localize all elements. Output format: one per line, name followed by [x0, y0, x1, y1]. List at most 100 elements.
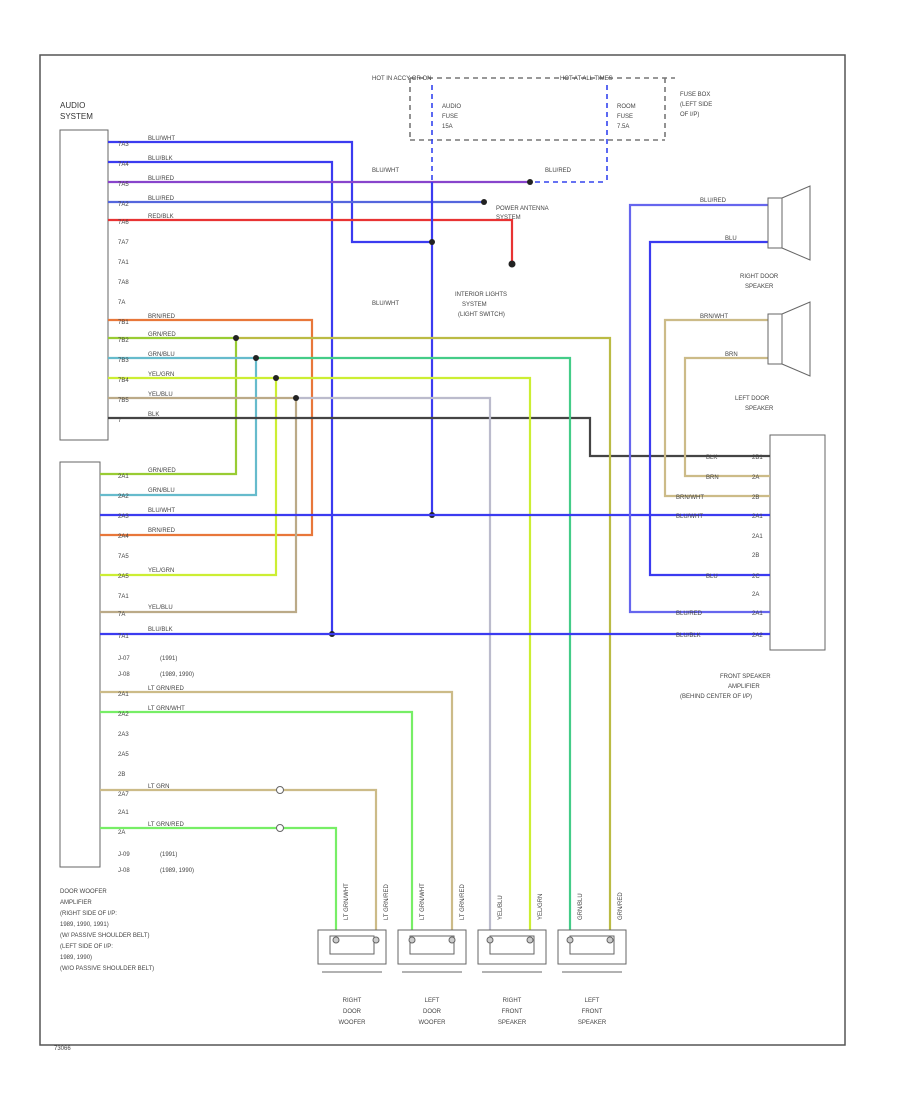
amp-pin: 2B — [118, 772, 125, 778]
front-amp-pin: 2B — [752, 553, 759, 559]
speaker-label: DOOR — [343, 1009, 362, 1015]
amp-wire-labels: GRN/RED GRN/BLU BLU/WHT BRN/RED YEL/GRN … — [148, 468, 185, 828]
audio-fuse-label-3: 15A — [442, 124, 453, 130]
bottom-wire: LT GRN/RED — [384, 884, 390, 920]
left-front-speaker — [557, 929, 627, 973]
audio-wire: BLU/WHT — [148, 136, 175, 142]
left-door-speaker-label-2: SPEAKER — [745, 406, 774, 412]
room-fuse-label-2: FUSE — [617, 114, 633, 120]
audio-upper-wires — [108, 140, 530, 634]
speaker-label: RIGHT — [503, 998, 522, 1004]
audio-pin: 7A2 — [118, 202, 129, 208]
audio-pin: 7A6 — [118, 220, 129, 226]
left-door-speaker — [767, 301, 811, 377]
bottom-wire: YEL/BLU — [498, 895, 504, 920]
audio-pin: 7B5 — [118, 398, 129, 404]
interior-lights-label-3: (LIGHT SWITCH) — [458, 312, 505, 318]
connector-circle — [276, 786, 284, 794]
audio-pin: 7A — [118, 300, 125, 306]
left-door-wire-2: BRN — [725, 352, 738, 358]
bottom-speaker-labels: RIGHT DOOR WOOFER LEFT DOOR WOOFER RIGHT… — [339, 998, 607, 1026]
amp-pin: J-09 — [118, 852, 130, 858]
speaker-label: LEFT — [585, 998, 600, 1004]
audio-fuse-label-1: AUDIO — [442, 104, 461, 110]
front-amp-wire: BLU/WHT — [676, 514, 703, 520]
amp-pin: 7A — [118, 612, 125, 618]
front-amp-label-3: (BEHIND CENTER OF I/P) — [680, 694, 752, 700]
audio-fuse-label-2: FUSE — [442, 114, 458, 120]
front-amp-pin: 2B — [752, 495, 759, 501]
bottom-wire: GRN/BLU — [578, 893, 584, 920]
audio-pin: 7A3 — [118, 142, 129, 148]
woofer-amp-label-line: 1989, 1990) — [60, 955, 92, 961]
left-door-speaker-label-1: LEFT DOOR — [735, 396, 770, 402]
hot-all-label: HOT AT ALL TIMES — [560, 76, 613, 82]
amp-pin-labels: 2A1 2A2 2A3 2A4 7A5 2A5 7A1 7A 7A1 J-07 … — [118, 474, 130, 874]
audio-pin: 7A4 — [118, 162, 129, 168]
audio-wire: BLU/RED — [148, 176, 175, 182]
amp-pin: 2A1 — [118, 692, 129, 698]
amp-wire: LT GRN/WHT — [148, 706, 185, 712]
front-amp-pin: 2A1 — [752, 534, 763, 540]
right-door-speaker — [767, 185, 811, 261]
right-door-wire-2: BLU — [725, 236, 737, 242]
amp-pin: 2A2 — [118, 494, 129, 500]
audio-pin-labels: 7A3 7A4 7A5 7A2 7A6 7A7 7A1 7A8 7A 7B1 7… — [118, 142, 129, 424]
amp-pin: J-08 — [118, 672, 130, 678]
woofer-amp-label-line: (RIGHT SIDE OF I/P: — [60, 911, 117, 917]
woofer-amp-label-line: AMPLIFIER — [60, 900, 92, 906]
front-amp-wire: BRN — [706, 475, 719, 481]
left-door-wire-1: BRN/WHT — [700, 314, 728, 320]
audio-pin: 7B4 — [118, 378, 129, 384]
amp-wire: BLU/BLK — [148, 627, 173, 633]
right-door-speaker-label-1: RIGHT DOOR — [740, 274, 779, 280]
amp-note: (1991) — [160, 852, 177, 858]
front-amp-label-2: AMPLIFIER — [728, 684, 760, 690]
front-amp-pins: 2B1 2A 2B 2A1 2A1 2B 2C 2A 2A1 2A2 — [752, 455, 763, 639]
woofer-amp-label-line: (W/O PASSIVE SHOULDER BELT) — [60, 966, 154, 972]
bottom-wire: GRN/RED — [618, 892, 624, 920]
amp-pin: 2A1 — [118, 810, 129, 816]
speaker-label: SPEAKER — [498, 1020, 527, 1026]
junction-dot — [429, 239, 435, 245]
right-door-woofer — [317, 929, 387, 973]
speaker-label: LEFT — [425, 998, 440, 1004]
right-door-wire-1: BLU/RED — [700, 198, 727, 204]
fuse-box-label-3: OF I/P) — [680, 112, 699, 118]
power-antenna-label-1: POWER ANTENNA — [496, 206, 549, 212]
woofer-amp-label-line: 1989, 1990, 1991) — [60, 922, 109, 928]
junction-dot — [508, 260, 516, 268]
bottom-wire: LT GRN/RED — [460, 884, 466, 920]
connector-circle — [276, 824, 284, 832]
speaker-label: SPEAKER — [578, 1020, 607, 1026]
audio-wire: YEL/BLU — [148, 392, 173, 398]
bottom-wire: LT GRN/WHT — [344, 883, 350, 920]
door-woofer-amplifier-label: DOOR WOOFER AMPLIFIER (RIGHT SIDE OF I/P… — [60, 889, 154, 972]
audio-wire: GRN/BLU — [148, 352, 175, 358]
power-antenna-label-2: SYSTEM — [496, 215, 521, 221]
junction-dot — [273, 375, 279, 381]
left-door-woofer — [397, 929, 467, 973]
amp-wire: YEL/GRN — [148, 568, 174, 574]
bottom-wire: LT GRN/WHT — [420, 883, 426, 920]
room-fuse-label-1: ROOM — [617, 104, 636, 110]
amp-pin: 7A1 — [118, 634, 129, 640]
amp-wire: BRN/RED — [148, 528, 176, 534]
junction-dot — [233, 335, 239, 341]
amp-pin: 2A5 — [118, 752, 129, 758]
front-amp-pin: 2A1 — [752, 514, 763, 520]
amp-wire: LT GRN/RED — [148, 686, 184, 692]
front-speaker-amplifier-box — [769, 434, 826, 651]
amp-notes: (1991) (1989, 1990) (1991) (1989, 1990) — [160, 656, 194, 874]
junction-dot — [293, 395, 299, 401]
audio-wire: RED/BLK — [148, 214, 174, 220]
amp-wire: LT GRN/RED — [148, 822, 184, 828]
front-amp-wire: BLU/BLK — [676, 633, 701, 639]
amp-pin: 2A — [118, 830, 125, 836]
amp-pin: 2A7 — [118, 792, 129, 798]
audio-wire: BLU/RED — [148, 196, 175, 202]
audio-wire: BRN/RED — [148, 314, 176, 320]
speaker-label: RIGHT — [343, 998, 362, 1004]
amp-note: (1989, 1990) — [160, 868, 194, 874]
amp-wire: GRN/RED — [148, 468, 176, 474]
